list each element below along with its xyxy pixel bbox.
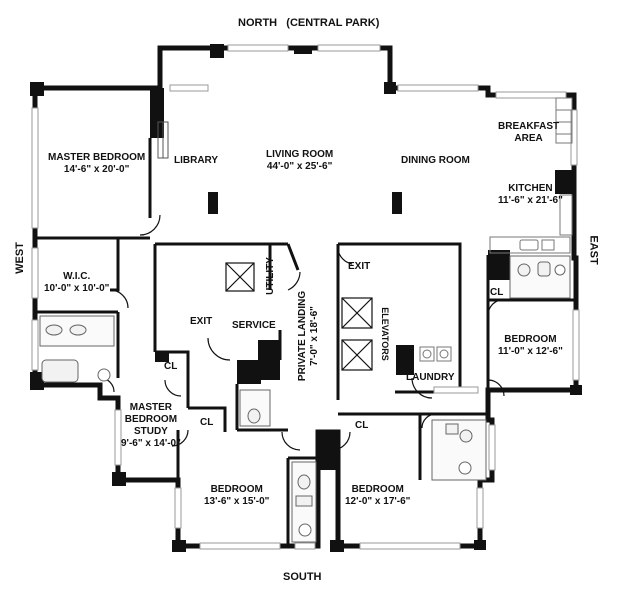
- bedroom-south-right-label: BEDROOM 12'-0" x 17'-6": [345, 484, 410, 508]
- windows: [31, 44, 580, 550]
- living-room-dims: 44'-0" x 25'-6": [266, 161, 333, 172]
- private-landing-dims: 7'-0" x 18'-6": [309, 306, 321, 366]
- study-line1: MASTER: [129, 402, 173, 413]
- bedroom-south-left-dims: 13'-6" x 15'-0": [204, 496, 270, 507]
- library-label: LIBRARY: [174, 155, 219, 166]
- kitchen-label: KITCHEN 11'-6" x 21'-6": [498, 183, 563, 207]
- bedroom-east-label: BEDROOM 11'-0" x 12'-6": [498, 334, 563, 358]
- west-label: WEST: [13, 242, 26, 274]
- elevator-shafts: [225, 262, 373, 371]
- exit-right-label: EXIT: [348, 261, 371, 272]
- door-swings: [99, 214, 505, 451]
- living-room-name: LIVING ROOM: [266, 149, 334, 160]
- private-landing-label: PRIVATE LANDING 7'-0" x 18'-6": [297, 291, 321, 381]
- bedroom-east-dims: 11'-0" x 12'-6": [498, 346, 563, 357]
- exit-left-label: EXIT: [190, 316, 213, 327]
- bedroom-south-right-dims: 12'-0" x 17'-6": [345, 496, 411, 507]
- closet-bed-left-label: CL: [200, 417, 214, 428]
- wic-name: W.I.C.: [63, 271, 91, 282]
- service-label: SERVICE: [232, 320, 276, 331]
- laundry-machines: [419, 346, 452, 362]
- master-bedroom-dims: 14'-6" x 20'-0": [63, 164, 130, 175]
- east-label: EAST: [587, 235, 600, 265]
- private-landing-name: PRIVATE LANDING: [297, 290, 309, 382]
- breakfast-line2: AREA: [514, 133, 543, 144]
- living-room-label: LIVING ROOM 44'-0" x 25'-6": [266, 149, 333, 173]
- closet-bed-right-label: CL: [355, 420, 369, 431]
- south-label: SOUTH: [283, 571, 322, 583]
- kitchen-fixtures: [489, 97, 573, 254]
- bedroom-south-left-name: BEDROOM: [210, 484, 263, 495]
- study-dims: 9'-6" x 14'-0": [121, 438, 181, 449]
- bedroom-south-right-name: BEDROOM: [351, 484, 404, 495]
- kitchen-name: KITCHEN: [508, 183, 553, 194]
- fireplace: [157, 121, 169, 159]
- wic-label: W.I.C. 10'-0" x 10'-0": [44, 271, 109, 295]
- closet-study-label: CL: [164, 361, 178, 372]
- wall-blocks: [30, 44, 582, 552]
- master-bedroom-name: MASTER BEDROOM: [48, 152, 146, 163]
- master-bedroom-study-label: MASTER BEDROOM STUDY 9'-6" x 14'-0": [121, 402, 181, 450]
- bedroom-south-left-label: BEDROOM 13'-6" x 15'-0": [204, 484, 269, 508]
- study-line2: BEDROOM: [124, 414, 178, 425]
- laundry-label: LAUNDRY: [406, 372, 455, 383]
- breakfast-area-label: BREAKFAST AREA: [498, 121, 559, 145]
- dining-room-label: DINING ROOM: [401, 155, 470, 166]
- bedroom-east-name: BEDROOM: [504, 334, 557, 345]
- north-label: NORTH (CENTRAL PARK): [238, 17, 380, 29]
- study-line3: STUDY: [133, 426, 168, 437]
- utility-label: UTILITY: [264, 257, 276, 295]
- closet-east-label: CL: [490, 287, 504, 298]
- wic-dims: 10'-0" x 10'-0": [44, 283, 110, 294]
- master-bedroom-label: MASTER BEDROOM 14'-6" x 20'-0": [48, 152, 145, 176]
- elevators-label: ELEVATORS: [379, 307, 390, 361]
- bathroom-fixtures: [39, 255, 571, 543]
- interior-walls: [36, 138, 576, 546]
- breakfast-line1: BREAKFAST: [498, 121, 560, 132]
- kitchen-dims: 11'-6" x 21'-6": [498, 195, 563, 206]
